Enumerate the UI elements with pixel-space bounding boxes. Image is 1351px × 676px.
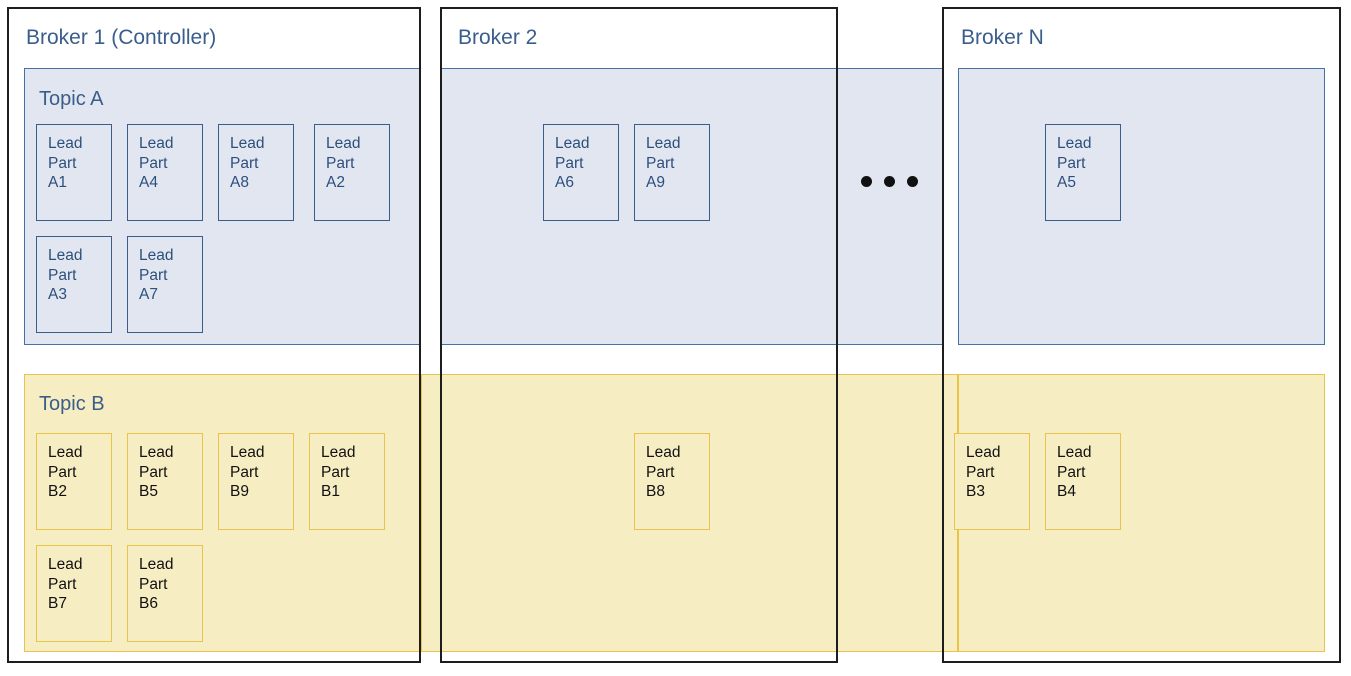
partition-id: A9	[646, 174, 665, 191]
broker-title-broker-2: Broker 2	[458, 26, 538, 49]
partition-line-2: Part	[48, 575, 77, 593]
partition-a8[interactable]: Lead Part A8	[218, 124, 294, 221]
partition-id: B4	[1057, 483, 1076, 500]
partition-line-1: Lead	[555, 135, 590, 152]
partition-line-2: Part	[646, 154, 675, 172]
partition-line-2: Part	[139, 154, 168, 172]
partition-b5[interactable]: Lead Part B5	[127, 433, 203, 530]
partition-id: A2	[326, 174, 345, 191]
partition-line-2: Part	[230, 154, 259, 172]
partition-line-1: Lead	[139, 135, 174, 152]
topic-title-topic-b: Topic B	[39, 393, 105, 415]
partition-id: B6	[139, 595, 158, 612]
partition-line-1: Lead	[966, 444, 1001, 461]
partition-a4[interactable]: Lead Part A4	[127, 124, 203, 221]
partition-line-2: Part	[139, 266, 168, 284]
partition-id: B2	[48, 483, 67, 500]
partition-line-1: Lead	[1057, 444, 1092, 461]
ellipsis-dot	[861, 176, 872, 187]
partition-line-1: Lead	[321, 444, 356, 461]
partition-a9[interactable]: Lead Part A9	[634, 124, 710, 221]
partition-line-1: Lead	[230, 444, 265, 461]
partition-b6[interactable]: Lead Part B6	[127, 545, 203, 642]
partition-line-2: Part	[646, 463, 675, 481]
partition-line-1: Lead	[48, 444, 83, 461]
partition-a1[interactable]: Lead Part A1	[36, 124, 112, 221]
partition-line-2: Part	[48, 463, 77, 481]
partition-line-2: Part	[139, 575, 168, 593]
partition-b1[interactable]: Lead Part B1	[309, 433, 385, 530]
partition-id: A8	[230, 174, 249, 191]
partition-line-2: Part	[1057, 463, 1086, 481]
partition-id: B3	[966, 483, 985, 500]
partition-id: A6	[555, 174, 574, 191]
partition-id: B5	[139, 483, 158, 500]
partition-b3[interactable]: Lead Part B3	[954, 433, 1030, 530]
topic-title-topic-a: Topic A	[39, 88, 104, 110]
partition-b2[interactable]: Lead Part B2	[36, 433, 112, 530]
partition-b7[interactable]: Lead Part B7	[36, 545, 112, 642]
partition-line-2: Part	[321, 463, 350, 481]
partition-b9[interactable]: Lead Part B9	[218, 433, 294, 530]
partition-line-1: Lead	[1057, 135, 1092, 152]
partition-line-2: Part	[555, 154, 584, 172]
ellipsis-dot	[884, 176, 895, 187]
partition-id: A5	[1057, 174, 1076, 191]
broker-title-broker-n: Broker N	[961, 26, 1044, 49]
partition-line-2: Part	[48, 154, 77, 172]
partition-id: B9	[230, 483, 249, 500]
partition-line-1: Lead	[230, 135, 265, 152]
partition-a6[interactable]: Lead Part A6	[543, 124, 619, 221]
broker-title-broker-1: Broker 1 (Controller)	[26, 26, 217, 49]
partition-a5[interactable]: Lead Part A5	[1045, 124, 1121, 221]
partition-b4[interactable]: Lead Part B4	[1045, 433, 1121, 530]
partition-line-1: Lead	[48, 247, 83, 264]
partition-id: A7	[139, 286, 158, 303]
partition-a3[interactable]: Lead Part A3	[36, 236, 112, 333]
partition-id: A1	[48, 174, 67, 191]
partition-id: B1	[321, 483, 340, 500]
partition-line-2: Part	[230, 463, 259, 481]
partition-id: B8	[646, 483, 665, 500]
partition-line-1: Lead	[139, 247, 174, 264]
partition-id: A3	[48, 286, 67, 303]
partition-line-2: Part	[1057, 154, 1086, 172]
partition-b8[interactable]: Lead Part B8	[634, 433, 710, 530]
ellipsis-dot	[907, 176, 918, 187]
partition-line-2: Part	[326, 154, 355, 172]
partition-id: A4	[139, 174, 158, 191]
topic-a-band-broker-n	[958, 68, 1325, 345]
partition-line-1: Lead	[48, 556, 83, 573]
partition-line-2: Part	[966, 463, 995, 481]
partition-line-1: Lead	[646, 444, 681, 461]
partition-line-1: Lead	[139, 444, 174, 461]
partition-line-2: Part	[139, 463, 168, 481]
partition-a2[interactable]: Lead Part A2	[314, 124, 390, 221]
partition-id: B7	[48, 595, 67, 612]
partition-line-1: Lead	[326, 135, 361, 152]
partition-line-1: Lead	[139, 556, 174, 573]
more-brokers-ellipsis-icon	[861, 176, 918, 187]
partition-a7[interactable]: Lead Part A7	[127, 236, 203, 333]
partition-line-1: Lead	[646, 135, 681, 152]
partition-line-1: Lead	[48, 135, 83, 152]
partition-line-2: Part	[48, 266, 77, 284]
